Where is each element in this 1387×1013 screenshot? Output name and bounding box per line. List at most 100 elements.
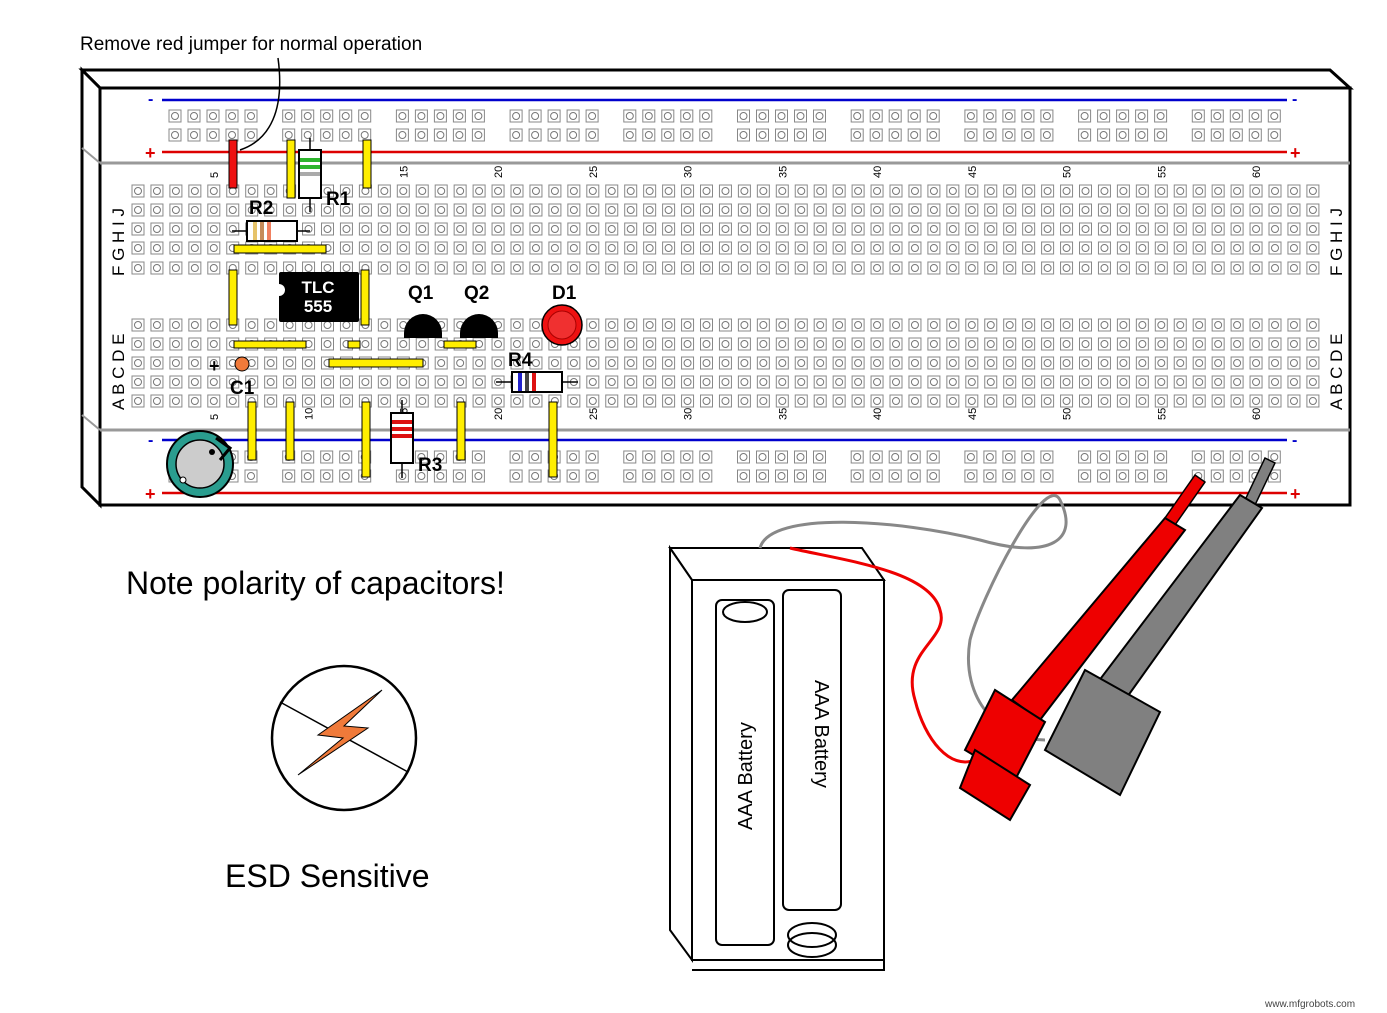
column-number: 25 [588,166,600,178]
breadboard-hole-center [1100,397,1109,405]
breadboard-hole-center [778,206,787,214]
breadboard-hole-center [740,225,749,233]
breadboard-hole-center [986,378,995,386]
breadboard-hole-center [1062,206,1071,214]
breadboard-hole-center [1233,225,1242,233]
breadboard-hole-center [607,378,616,386]
breadboard-hole-center [247,264,256,272]
resistor-r1: R1 [298,138,351,212]
column-number: 30 [683,408,695,420]
jumper [328,358,424,368]
breadboard-hole-center [285,378,294,386]
breadboard-hole-center [702,340,711,348]
breadboard-hole-center [873,225,882,233]
breadboard-hole-center [569,131,578,139]
breadboard-hole-center [1043,206,1052,214]
breadboard-hole-center [1081,378,1090,386]
breadboard-hole-center [1271,206,1279,214]
breadboard-hole-center [1213,472,1222,480]
breadboard-hole-center [513,340,521,348]
breadboard-hole-center [1195,187,1204,195]
breadboard-hole-center [1100,321,1109,329]
breadboard-hole-center [171,206,180,214]
breadboard-hole-center [1156,131,1165,139]
breadboard-hole-center [797,264,806,272]
breadboard-hole-center [1005,244,1014,252]
breadboard-hole-center [740,206,749,214]
breadboard-hole-center [171,131,179,139]
breadboard-hole-center [1138,340,1147,348]
breadboard-hole-center [171,321,180,329]
jumper [247,401,257,461]
breadboard-hole-center [816,264,825,272]
breadboard-hole-center [1138,378,1147,386]
breadboard-hole-center [475,244,484,252]
breadboard-hole-center [569,359,578,367]
breadboard-hole-center [854,340,863,348]
column-number: 60 [1251,408,1263,420]
breadboard-hole-center [1119,397,1128,405]
breadboard-hole-center [683,397,692,405]
r4-label: R4 [508,350,533,371]
breadboard-hole-center [1308,225,1317,233]
breadboard-hole-center [1233,321,1242,329]
column-number: 60 [1251,166,1263,178]
breadboard-hole-center [607,340,616,348]
breadboard-hole-center [948,264,957,272]
breadboard-hole-center [777,472,786,480]
breadboard-hole-center [777,453,786,461]
breadboard-hole-center [645,187,654,195]
breadboard-hole-center [456,244,465,252]
breadboard-hole-center [891,453,900,461]
breadboard-hole-center [512,472,521,480]
breadboard-hole-center [1062,378,1071,386]
breadboard-hole-center [190,131,198,139]
breadboard-hole-center [418,264,427,272]
breadboard-hole-center [1232,453,1241,461]
breadboard-hole-center [1137,112,1146,120]
breadboard-hole-center [380,187,389,195]
breadboard-hole-center [190,112,198,120]
breadboard-hole-center [759,225,768,233]
breadboard-hole-center [701,472,710,480]
breadboard-hole-center [1024,225,1033,233]
breadboard-hole-center [645,264,654,272]
breadboard-hole-center [475,206,484,214]
breadboard-hole-center [758,453,767,461]
breadboard-hole-center [1062,397,1071,405]
breadboard-hole-center [1118,131,1127,139]
breadboard-hole-center [171,187,180,195]
breadboard-hole-center [1289,225,1298,233]
breadboard-hole-center [494,206,503,214]
breadboard-hole-center [474,453,483,461]
breadboard-hole-center [778,359,787,367]
breadboard-hole-center [721,206,730,214]
breadboard-hole-center [1252,340,1261,348]
breadboard-hole-center [1081,244,1090,252]
breadboard-hole-center [323,206,332,214]
breadboard-hole-center [1043,321,1052,329]
breadboard-hole-center [1043,264,1052,272]
breadboard-hole-center [418,378,427,386]
breadboard-hole-center [701,112,710,120]
breadboard-hole-center [664,359,673,367]
breadboard-hole-center [494,397,503,405]
breadboard-hole-center [1176,206,1185,214]
breadboard-hole-center [778,321,787,329]
breadboard-hole-center [778,264,787,272]
breadboard-hole-center [1080,472,1089,480]
ic-tlc555: TLC 555 [279,272,359,322]
breadboard-hole-center [986,340,995,348]
breadboard-hole-center [1023,112,1032,120]
breadboard-hole-center [967,244,976,252]
breadboard-hole-center [759,187,768,195]
breadboard-hole-center [854,397,863,405]
breadboard-hole-center [892,225,900,233]
breadboard-hole-center [1289,321,1298,329]
breadboard-hole-center [361,378,370,386]
breadboard-hole-center [513,264,521,272]
breadboard-hole-center [607,187,616,195]
breadboard-hole-center [1118,472,1127,480]
breadboard-hole-center [1156,472,1165,480]
breadboard-hole-center [929,378,938,386]
